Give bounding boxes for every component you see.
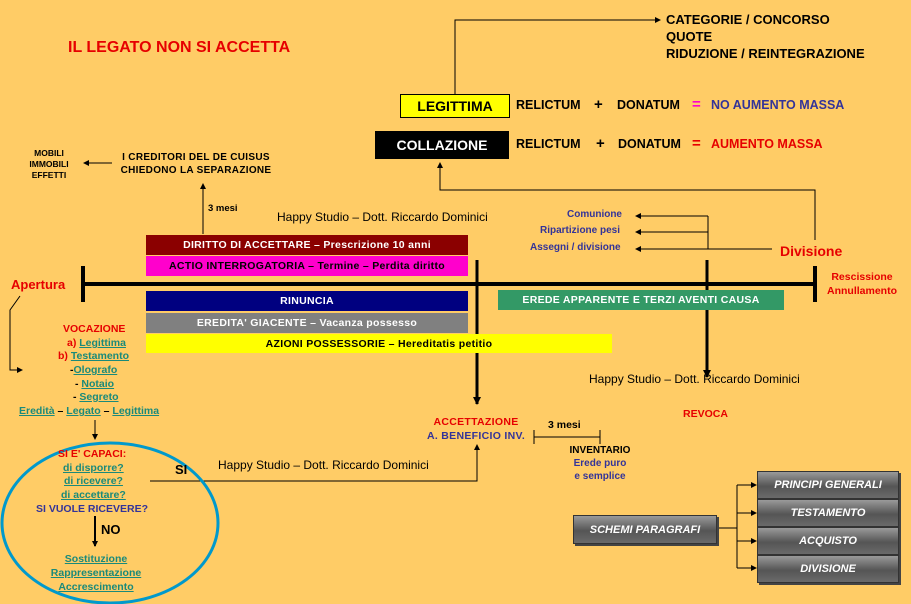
credit-text-1: Happy Studio – Dott. Riccardo Dominici (277, 210, 488, 224)
collazione-donatum: DONATUM (618, 137, 681, 151)
link-olografo[interactable]: Olografo (73, 364, 118, 376)
apertura-label: Apertura (11, 277, 66, 292)
divisione-label: Divisione (780, 243, 843, 259)
legittima-equals: = (692, 96, 701, 113)
credit-text-3: Happy Studio – Dott. Riccardo Dominici (218, 458, 429, 472)
vocazione-a: a) Legittima (67, 337, 126, 349)
capaci-circle (0, 441, 220, 604)
collazione-equals: = (692, 135, 701, 152)
inventario-text: INVENTARIO Erede puro e semplice (569, 445, 631, 482)
bar-rinuncia: RINUNCIA (146, 291, 468, 311)
no-label: NO (101, 522, 121, 537)
bar-azioni-possessorie: AZIONI POSSESSORIE – Hereditatis petitio (146, 334, 612, 353)
inventario-tre-mesi: 3 mesi (548, 419, 581, 431)
legittima-box: LEGITTIMA (400, 94, 510, 118)
schema-acquisto-button[interactable]: ACQUISTO (757, 527, 899, 555)
credit-text-2: Happy Studio – Dott. Riccardo Dominici (589, 372, 800, 386)
bar-diritto-accettare: DIRITTO DI ACCETTARE – Prescrizione 10 a… (146, 235, 468, 255)
link-accettare[interactable]: di accettare? (61, 489, 126, 501)
link-notaio[interactable]: Notaio (81, 378, 115, 390)
bar-actio-interrogatoria: ACTIO INTERROGATORIA – Termine – Perdita… (146, 256, 468, 276)
vocazione-title: VOCAZIONE (63, 323, 126, 335)
collazione-result: AUMENTO MASSA (711, 137, 823, 151)
link-segreto[interactable]: Segreto (79, 391, 119, 403)
link-rappresentazione[interactable]: Rappresentazione (50, 567, 142, 579)
divisione-item-comunione: Comunione (567, 209, 622, 220)
vocazione-segreto: - Segreto (73, 391, 119, 403)
top-list-item-2: QUOTE (666, 29, 713, 44)
legittima-result: NO AUMENTO MASSA (711, 98, 845, 112)
link-disporre[interactable]: di disporre? (63, 462, 124, 474)
schema-divisione-button[interactable]: DIVISIONE (757, 555, 899, 583)
link-ricevere[interactable]: di ricevere? (64, 475, 123, 487)
schema-principi-generali-button[interactable]: PRINCIPI GENERALI (757, 471, 899, 499)
link-testamento[interactable]: Testamento (70, 350, 129, 362)
bar-erede-apparente: EREDE APPARENTE E TERZI AVENTI CAUSA (498, 290, 784, 310)
legittima-donatum: DONATUM (617, 98, 680, 112)
schemi-paragrafi-button[interactable]: SCHEMI PARAGRAFI (573, 515, 717, 544)
vocazione-olografo: -Olografo (70, 364, 118, 376)
capaci-title: SI E' CAPACI: (58, 448, 127, 460)
link-legato[interactable]: Legato (66, 405, 101, 417)
page-title: IL LEGATO NON SI ACCETTA (68, 39, 291, 56)
bar-eredita-giacente: EREDITA' GIACENTE – Vacanza possesso (146, 313, 468, 333)
legittima-relictum: RELICTUM (516, 98, 581, 112)
si-label: SI (175, 462, 188, 477)
link-legittima-2[interactable]: Legittima (112, 405, 160, 417)
collazione-relictum: RELICTUM (516, 137, 581, 151)
link-legittima[interactable]: Legittima (79, 337, 126, 349)
revoca-label: REVOCA (683, 408, 728, 420)
schema-testamento-button[interactable]: TESTAMENTO (757, 499, 899, 527)
divisione-item-ripartizione: Ripartizione pesi (540, 225, 621, 236)
vuole-ricevere: SI VUOLE RICEVERE? (36, 503, 149, 515)
vocazione-b: b) Testamento (58, 350, 129, 362)
link-eredita[interactable]: Eredità (19, 405, 55, 417)
top-list-item-1: CATEGORIE / CONCORSO (666, 12, 830, 27)
divisione-item-assegni: Assegni / divisione (530, 242, 621, 253)
link-accrescimento[interactable]: Accrescimento (58, 581, 134, 593)
vocazione-eredita-row: Eredità – Legato – Legittima (19, 405, 160, 417)
top-list-item-3: RIDUZIONE / REINTEGRAZIONE (666, 46, 865, 61)
collazione-box: COLLAZIONE (375, 131, 509, 159)
vocazione-notaio: - Notaio (75, 378, 115, 390)
tre-mesi-label: 3 mesi (208, 203, 238, 214)
legittima-plus: + (594, 96, 603, 113)
collazione-plus: + (596, 135, 605, 152)
link-sostituzione[interactable]: Sostituzione (64, 553, 128, 565)
